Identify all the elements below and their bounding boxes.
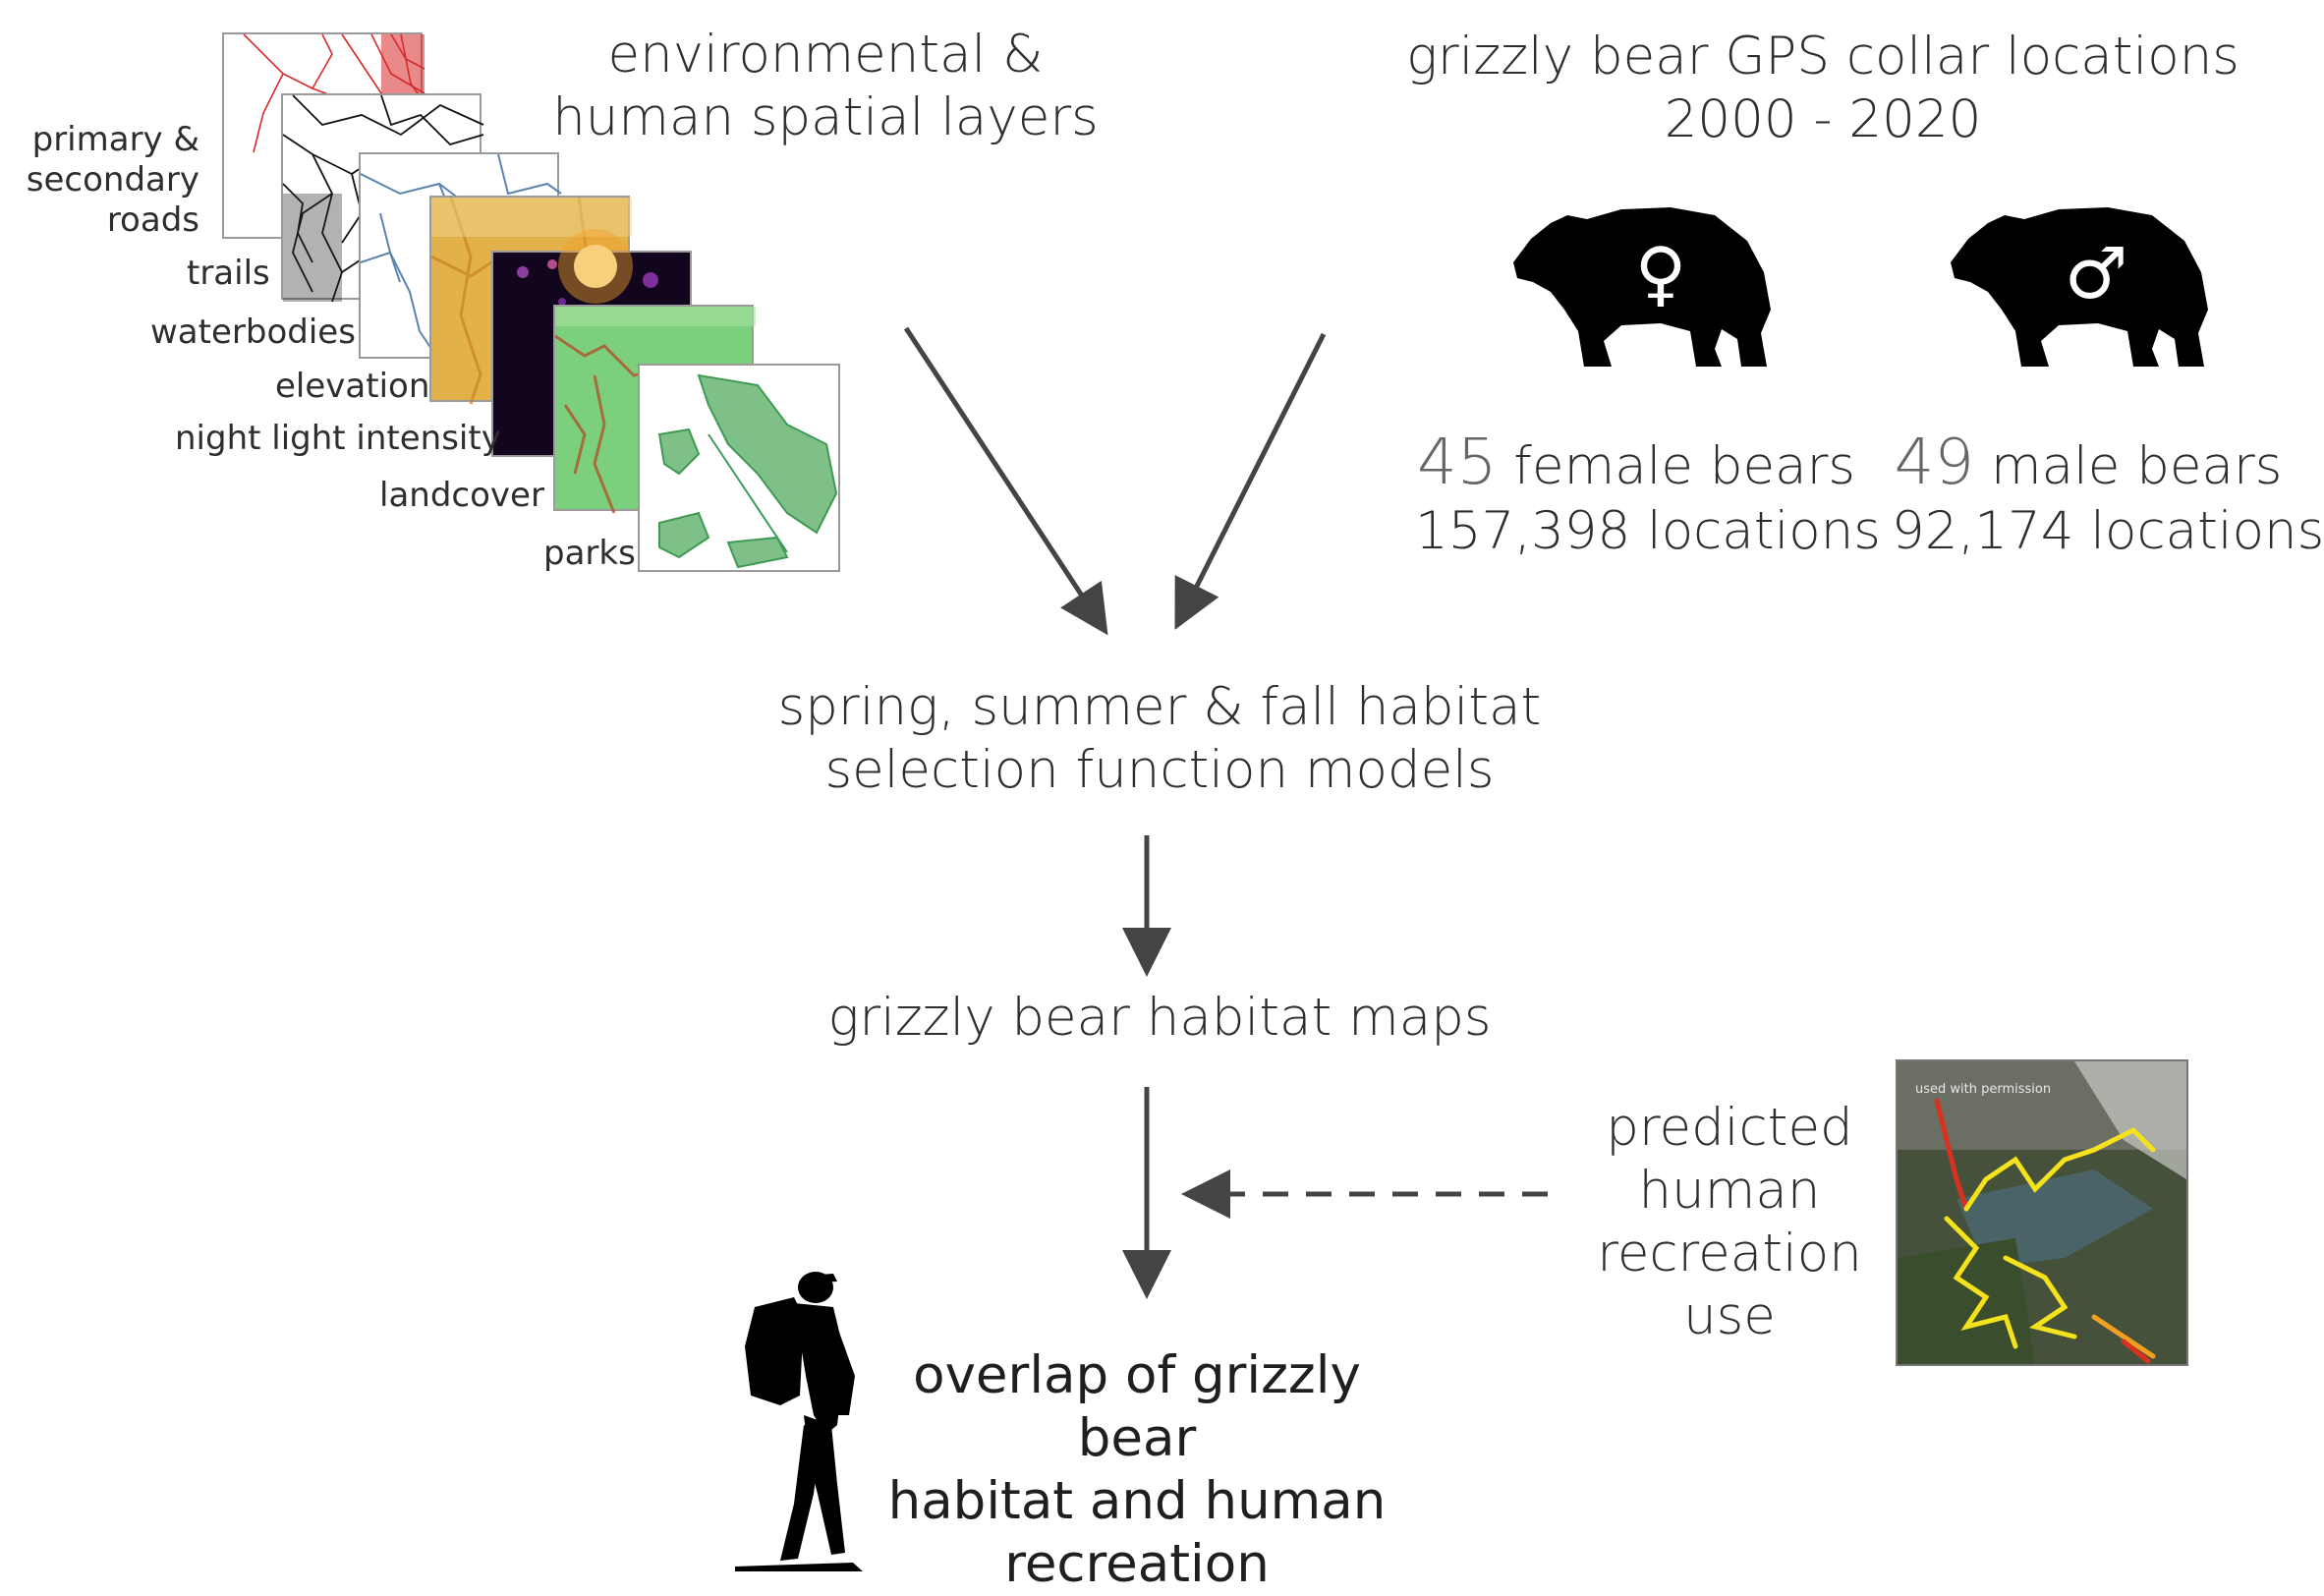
male-count: 49	[1894, 427, 1975, 499]
layers-title-line1: environmental &	[607, 25, 1044, 85]
arrow-gps-to-models	[1174, 332, 1327, 630]
elevation-label: elevation	[275, 367, 430, 406]
overlap-line2: habitat and human	[887, 1471, 1387, 1531]
hiker-icon	[735, 1268, 882, 1571]
models-text: spring, summer & fall habitat selection …	[766, 676, 1553, 802]
female-count: 45	[1417, 427, 1498, 499]
overlap-text: overlap of grizzly bear habitat and huma…	[857, 1344, 1417, 1596]
maps-text: grizzly bear habitat maps	[827, 988, 1492, 1048]
trails-map	[282, 94, 484, 303]
male-label: male bears	[1990, 436, 2283, 496]
recreation-line4: use	[1683, 1286, 1776, 1346]
models-line1: spring, summer & fall habitat	[777, 677, 1542, 737]
gps-title-line1: grizzly bear GPS collar locations	[1406, 27, 2239, 86]
image-permission-note: used with permission	[1915, 1082, 2051, 1097]
layers-title-line2: human spatial layers	[552, 87, 1099, 147]
recreation-line2: human	[1638, 1161, 1821, 1221]
overlap-line3: recreation	[1004, 1534, 1270, 1594]
night-light-map	[517, 229, 674, 315]
parks-map	[657, 373, 838, 569]
arrow-layers-to-models	[903, 326, 1108, 636]
roads-label-line3: roads	[106, 200, 199, 240]
models-line2: selection function models	[824, 740, 1495, 800]
waterbodies-label: waterbodies	[150, 313, 356, 352]
bear-female-icon: ♀	[1513, 201, 1779, 369]
recreation-line1: predicted	[1606, 1098, 1853, 1158]
gps-title: grizzly bear GPS collar locations 2000 -…	[1395, 26, 2250, 151]
landcover-label: landcover	[379, 476, 544, 515]
svg-text:♂: ♂	[2065, 232, 2128, 314]
roads-label-line1: primary &	[31, 120, 199, 159]
male-stats: 49 male bears 92,174 locations	[1892, 427, 2324, 564]
parks-layer-tile	[638, 364, 840, 572]
recreation-map-image: used with permission	[1896, 1059, 2188, 1366]
female-locations: 157,398 locations	[1415, 501, 1881, 561]
layers-title: environmental & human spatial layers	[550, 24, 1101, 149]
bear-male-icon: ♂	[1951, 201, 2216, 369]
female-label: female bears	[1513, 436, 1855, 496]
trails-label: trails	[187, 254, 270, 293]
svg-text:♀: ♀	[1635, 232, 1687, 314]
parks-label: parks	[543, 534, 636, 573]
gps-title-line2: 2000 - 2020	[1664, 89, 1982, 149]
roads-label-line2: secondary	[26, 160, 199, 200]
male-locations: 92,174 locations	[1892, 501, 2324, 561]
overlap-line1: overlap of grizzly bear	[913, 1345, 1361, 1468]
recreation-text: predicted human recreation use	[1562, 1097, 1897, 1348]
female-stats: 45 female bears 157,398 locations	[1415, 427, 1881, 564]
roads-label: primary & secondary roads	[27, 120, 199, 241]
flow-arrows	[903, 326, 1548, 1299]
night-light-label: night light intensity	[175, 419, 501, 458]
recreation-line3: recreation	[1597, 1224, 1862, 1283]
